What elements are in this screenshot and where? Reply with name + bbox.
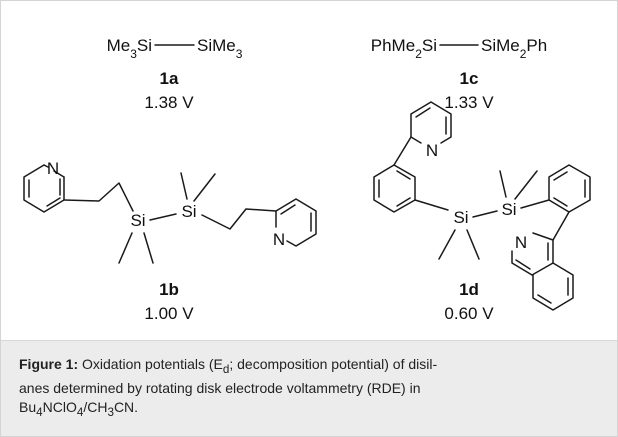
compound-1d-bottom-extension-double-bond — [537, 294, 552, 304]
compound-1d-right-benzene-ring — [548, 164, 591, 213]
compound-1b-right-pyridine-ring — [275, 198, 317, 247]
compound-1d-bottom-extension-ring — [532, 262, 574, 311]
compound-scheme: Me3Si SiMe3 1a 1.38 V PhMe2Si SiMe2Ph 1c… — [23, 36, 591, 323]
figure-caption: Figure 1: Oxidation potentials (Ed; deco… — [1, 340, 617, 436]
compound-1d-aryl-si-bond-right — [520, 199, 550, 209]
compound-1b-ethyl-linker-left — [63, 182, 134, 212]
compound-1b-si-atom-right: Si — [181, 202, 196, 221]
compound-1d-left-benzene-ring — [373, 164, 416, 213]
compound-1d-n-atom-bottom: N — [515, 233, 527, 252]
compound-1d-aryl-si-bond-left — [414, 199, 449, 211]
compound-1d-si-right-methyl — [499, 170, 507, 198]
caption-label: Figure 1: — [19, 356, 79, 372]
compound-1c-potential: 1.33 V — [444, 93, 494, 112]
compound-1d-biaryl-bond-right — [552, 211, 570, 241]
compound-1d-left-benzene-double-bond — [396, 197, 411, 207]
compound-1b-label: 1b — [159, 280, 179, 299]
compound-1d-right-benzene-double-bond — [553, 197, 568, 207]
compound-1a-right-group: SiMe3 — [197, 36, 243, 61]
compound-1d-top-ring-bond-to-n — [410, 136, 422, 144]
compound-1b-si-left-methyl — [143, 232, 154, 264]
caption-line-2: anes determined by rotating disk electro… — [19, 379, 421, 396]
compound-1b-ethyl-linker-right — [201, 208, 277, 230]
compound-1d-si-left-methyl — [466, 229, 480, 260]
compound-1b-si-atom-left: Si — [130, 211, 145, 230]
compound-1d-si-si-bond — [472, 210, 498, 218]
compound-1d-top-ring-double-bond — [415, 107, 431, 118]
caption-line-3: Bu4NClO4/CH3CN. — [19, 398, 139, 419]
compound-1d-potential: 0.60 V — [444, 304, 494, 323]
compound-1b-n-atom-right: N — [273, 230, 285, 249]
compound-1d-biaryl-bond-left — [393, 136, 412, 166]
compound-1d-si-right-methyl — [514, 170, 538, 200]
compound-1b-si-si-bond — [149, 213, 177, 221]
compound-1d-label: 1d — [459, 280, 479, 299]
compound-1d-n-atom-top: N — [426, 141, 438, 160]
compound-1d-si-atom-right: Si — [501, 200, 516, 219]
compound-1a-label: 1a — [160, 69, 179, 88]
compound-1b-left-pyridine-ring — [23, 164, 65, 213]
compound-1d-si-left-methyl — [438, 229, 456, 260]
compound-1a: Me3Si SiMe3 1a 1.38 V — [107, 36, 243, 112]
compound-1b-si-right-methyl — [180, 172, 188, 200]
compound-1d-left-benzene-double-bond — [396, 170, 411, 180]
compound-1b-left-ring-bond-n-side — [43, 164, 49, 168]
compound-1d: N Si Si — [373, 101, 591, 323]
compound-1d-top-pyridine-ring — [410, 101, 452, 144]
compound-1b-potential: 1.00 V — [144, 304, 194, 323]
compound-1b-right-ring-double-bond — [280, 204, 296, 215]
compound-1a-left-group: Me3Si — [107, 36, 152, 61]
caption-line-1: Figure 1: Oxidation potentials (Ed; deco… — [19, 356, 438, 376]
compound-1b-left-ring-bond-to-n — [53, 170, 65, 178]
compound-1d-right-benzene-double-bond — [553, 171, 568, 181]
compound-1c-right-group: SiMe2Ph — [481, 36, 547, 61]
compound-1c-label: 1c — [460, 69, 479, 88]
compound-1c: PhMe2Si SiMe2Ph 1c 1.33 V — [371, 36, 547, 112]
compound-1b-n-atom-left: N — [47, 159, 59, 178]
compound-1c-left-group: PhMe2Si — [371, 36, 437, 61]
compound-1d-bottom-pyridine-ring — [511, 232, 554, 276]
compound-1b-si-right-methyl — [193, 173, 216, 202]
compound-1d-si-atom-left: Si — [453, 208, 468, 227]
compound-1b-si-left-methyl — [118, 232, 133, 264]
compound-1d-bottom-ring-double-bond — [515, 259, 531, 270]
compound-1b: N Si Si N 1b 1.00 V — [23, 159, 317, 323]
compound-1a-potential: 1.38 V — [144, 93, 194, 112]
compound-1b-left-ring-double-bond — [46, 197, 61, 207]
